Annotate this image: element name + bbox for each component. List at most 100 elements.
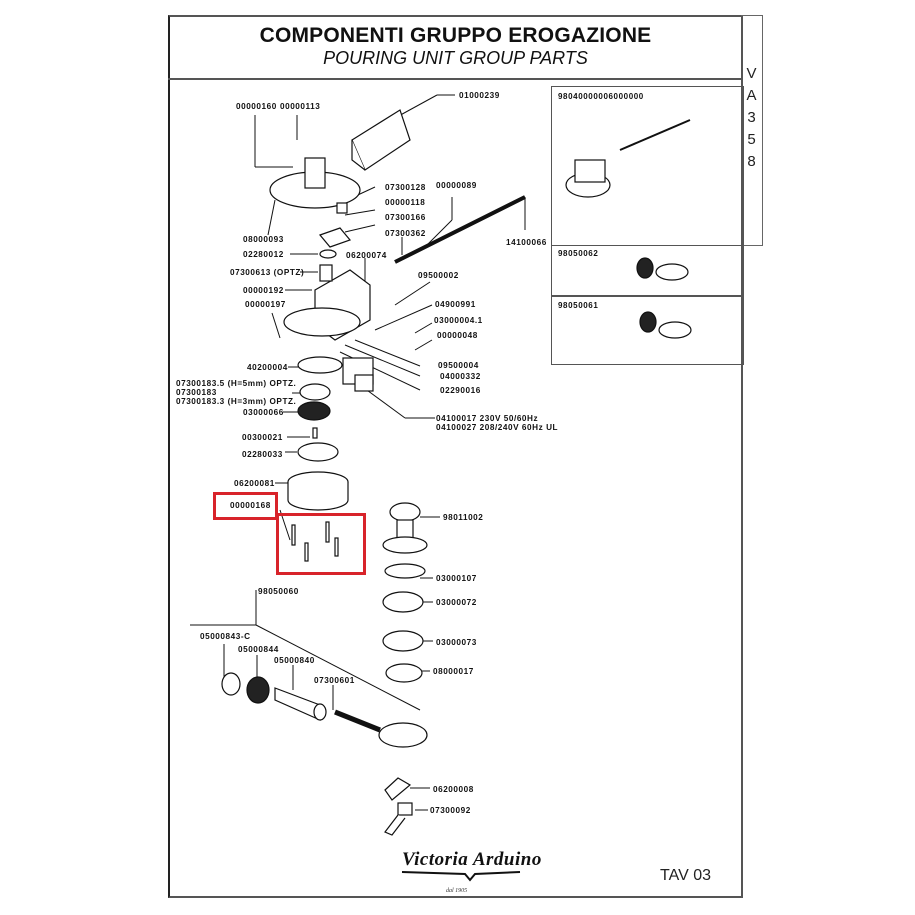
part-label[interactable]: 07300183.5 (H=5mm) OPTZ. [176,379,297,388]
model-char: A [746,87,757,104]
part-label[interactable]: 03000073 [436,638,477,647]
spring-08000017 [385,663,423,683]
part-label[interactable]: 40200004 [247,363,288,372]
part-label[interactable]: 00000197 [245,300,286,309]
part-label[interactable]: 04000332 [440,372,481,381]
part-label[interactable]: 98011002 [443,513,484,522]
basket-03000073 [382,630,424,652]
portafilter-body [378,722,428,748]
part-label[interactable]: 04100017 230V 50/60Hz [436,414,539,423]
part-label[interactable]: 03000066 [243,408,284,417]
part-label[interactable]: 98050060 [258,587,299,596]
brand-logo: Victoria Arduino [402,849,542,870]
leader-line [414,322,433,334]
part-label[interactable]: 00000192 [243,286,284,295]
part-label[interactable]: 05000843-C [200,632,251,641]
basket-03000072 [382,591,424,613]
part-label[interactable]: 05000840 [274,656,315,665]
inset-double-handle [639,311,657,333]
part-label[interactable]: 14100066 [506,238,547,247]
part-label[interactable]: 02290016 [440,386,481,395]
inset-code: 98040000006000000 [558,92,644,101]
part-label[interactable]: 00000113 [280,102,321,111]
basket-03000107 [384,563,426,579]
part-label[interactable]: 08000017 [433,667,474,676]
part-label[interactable]: 00000118 [385,198,426,207]
part-label[interactable]: 09500004 [438,361,479,370]
part-label[interactable]: 07300183 [176,388,217,397]
screw-00000168 [334,537,339,557]
inset-single-basket [655,263,689,281]
part-label[interactable]: 03000004.1 [434,316,483,325]
highlight-parts-box [276,513,366,575]
handle-end [313,703,327,721]
part-label[interactable]: 04100027 208/240V 60Hz UL [436,423,559,432]
model-char: V [746,65,757,82]
part-label[interactable]: 06200008 [433,785,474,794]
part-label[interactable]: 06200074 [346,251,387,260]
leader-line [344,209,376,216]
part-label[interactable]: 07300613 (OPTZ) [230,268,305,277]
part-label[interactable]: 03000107 [436,574,477,583]
part-label[interactable]: 07300128 [385,183,426,192]
inset-code: 98050061 [558,301,599,310]
leader-line [414,339,433,351]
part-label[interactable]: 07300601 [314,676,355,685]
part-label[interactable]: 04900991 [435,300,476,309]
sheet-number: TAV 03 [660,867,711,884]
part-label-highlighted[interactable]: 00000168 [230,501,271,510]
part-label[interactable]: 02280012 [243,250,284,259]
part-label[interactable]: 09500002 [418,271,459,280]
tube-part [394,195,526,264]
shower-holder [299,383,331,401]
plate-bracket [304,157,326,189]
inset-group-assembly[interactable]: 98040000006000000 [551,86,744,246]
inset-portafilter-single[interactable]: 98050062 [551,244,744,297]
screw-00000168 [304,542,309,562]
inset-code: 98050062 [558,249,599,258]
part-label[interactable]: 07300166 [385,213,426,222]
gasket-plate [318,227,352,248]
part-label[interactable]: 07300092 [430,806,471,815]
o-ring-02280033 [297,442,339,462]
spout-07300092 [384,814,406,836]
logo-swoosh [401,871,521,882]
part-label[interactable]: 07300183.3 (H=3mm) OPTZ. [176,397,297,406]
leader-line [354,339,421,367]
part-label[interactable]: 08000093 [243,235,284,244]
brand-since: dal 1905 [446,888,468,894]
spout-06200008 [384,777,412,801]
part-label[interactable]: 06200081 [234,479,275,488]
bracket-part [351,140,366,171]
part-label[interactable]: 00000160 [236,102,277,111]
part-label[interactable]: 02280033 [242,450,283,459]
model-char: 8 [747,153,756,170]
part-label[interactable]: 03000072 [436,598,477,607]
page-title: COMPONENTI GRUPPO EROGAZIONE [259,24,652,47]
handle-cap [221,672,241,696]
page-subtitle: POURING UNIT GROUP PARTS [323,48,588,68]
leader-line [424,219,453,248]
leader-line [344,224,376,233]
part-label[interactable]: 01000239 [459,91,500,100]
model-tab: V A 3 5 8 [741,15,763,246]
jet-part [319,264,333,282]
part-label[interactable]: 00300021 [242,433,283,442]
screw-00000168 [291,524,296,546]
part-label[interactable]: 00000089 [436,181,477,190]
nut-part [336,202,348,214]
gasket-40200004 [297,356,343,374]
part-label[interactable]: 07300362 [385,229,426,238]
part-label[interactable]: 05000844 [238,645,279,654]
tamper-handle [389,502,421,522]
inset-assembly-block [574,159,606,183]
inset-portafilter-double[interactable]: 98050061 [551,295,744,365]
leader-line [344,344,421,377]
leader-line [267,199,276,236]
inset-assembly-tube [619,119,691,151]
part-label[interactable]: 00000048 [437,331,478,340]
solenoid-coil [354,374,374,392]
leader-line [394,281,431,306]
leader-line [271,312,281,339]
